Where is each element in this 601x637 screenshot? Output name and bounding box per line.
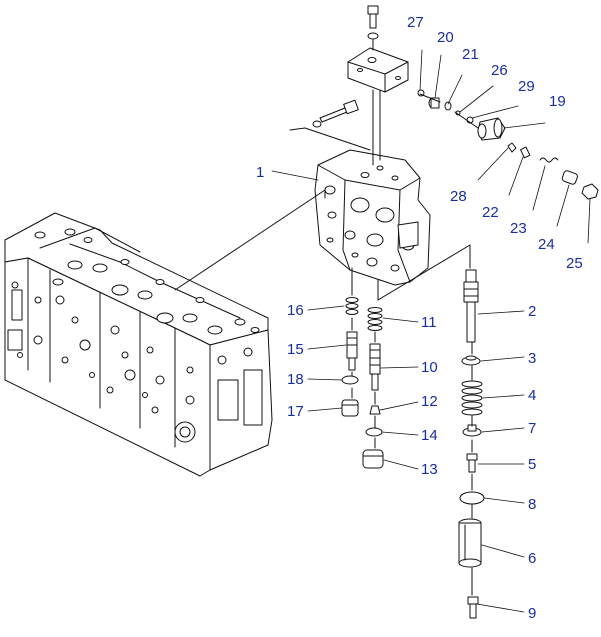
bolt-9 [467,596,479,619]
callout-5: 5 [528,456,536,473]
callout-8: 8 [528,496,536,513]
callout-23: 23 [510,220,527,237]
callout-20: 20 [437,29,454,46]
callout-11: 11 [421,314,437,331]
callout-26: 26 [491,62,508,79]
callout-9: 9 [528,605,536,622]
callout-13: 13 [421,461,438,478]
callout-21: 21 [462,46,479,63]
callout-16: 16 [287,302,304,319]
spring-4 [461,380,483,416]
connector-lines [174,93,479,596]
callout-15: 15 [287,341,304,358]
callout-14: 14 [421,427,438,444]
plug-parts [417,89,474,124]
spring-16 [345,297,359,315]
spool-10 [369,343,381,391]
callout-2: 2 [528,303,536,320]
o-ring-18 [341,375,359,385]
callout-labels: 1 2 3 4 5 6 7 8 9 10 11 12 13 14 15 16 1… [256,14,583,622]
callout-17: 17 [287,403,304,420]
stem-2 [463,269,479,343]
callout-7: 7 [528,420,536,437]
callout-22: 22 [482,204,499,221]
valve-small-parts [507,142,599,200]
callout-4: 4 [528,387,536,404]
callout-28: 28 [450,188,467,205]
spring-11 [367,307,383,331]
callout-24: 24 [538,236,555,253]
spool-15 [346,331,358,371]
callout-12: 12 [421,393,438,410]
cover-block [347,47,409,93]
callout-29: 29 [518,78,535,95]
valve-section-part-1 [314,149,431,286]
plug-13 [362,449,384,469]
callout-10: 10 [421,359,438,376]
o-ring-14 [365,427,383,437]
callout-18: 18 [287,371,304,388]
cover-bolt [367,5,379,40]
cap-6 [458,518,482,568]
callout-6: 6 [528,550,536,567]
plug-17 [341,399,359,417]
seat-7 [462,424,482,437]
control-valve-body [4,212,273,477]
o-ring-8 [459,491,485,505]
callout-19: 19 [549,93,566,110]
bolt-5 [466,453,478,473]
callout-27: 27 [407,14,424,31]
poppet-12 [369,405,381,415]
leader-lines [271,49,591,613]
callout-1: 1 [256,164,264,181]
retainer-3 [461,355,481,366]
long-bolt [289,99,371,151]
relief-valve-19 [477,117,506,141]
callout-25: 25 [566,255,583,272]
callout-3: 3 [528,350,536,367]
